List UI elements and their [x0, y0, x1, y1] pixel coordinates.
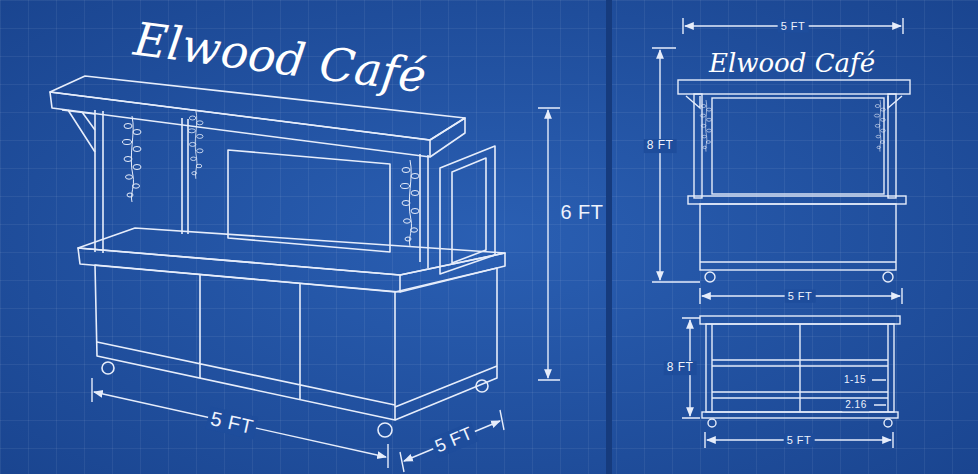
- dimension-label: 5 FT: [778, 20, 809, 33]
- dimension-label: 6 FT: [560, 201, 603, 224]
- skirt-line: [700, 261, 896, 262]
- hanging-vine: [874, 100, 885, 152]
- back-post: [182, 118, 188, 234]
- dimension-line: [547, 110, 548, 378]
- dimension-label: 5 FT: [206, 406, 259, 439]
- counter: [688, 196, 906, 204]
- dimension-label: 5 FT: [785, 290, 816, 303]
- hanging-vine: [123, 116, 142, 202]
- base-front: [95, 265, 395, 420]
- side-window: [452, 158, 486, 263]
- dimension-line: [404, 421, 500, 461]
- panel-seam: [606, 0, 612, 474]
- side-panel: [440, 146, 495, 274]
- counter-side: [400, 253, 505, 292]
- bracket: [62, 110, 95, 152]
- extension-line: [400, 410, 504, 472]
- base: [700, 204, 896, 270]
- frame-line: [712, 324, 888, 412]
- counter-front: [78, 248, 400, 292]
- hanging-vine: [401, 160, 420, 246]
- dimension-label: 8 FT: [644, 139, 677, 153]
- hanging-vine: [188, 110, 203, 179]
- hanging-vine: [700, 100, 711, 152]
- dimension-line: [94, 392, 386, 457]
- window: [712, 98, 884, 194]
- body: [706, 324, 894, 412]
- callout-number: 1-15: [841, 374, 869, 386]
- wheel: [884, 419, 892, 427]
- dimension-label: 5 FT: [784, 434, 815, 447]
- dimension-lines: [92, 108, 560, 472]
- dimension-tick: [652, 48, 700, 282]
- roof: [678, 80, 910, 94]
- wheel: [883, 272, 893, 282]
- dimension-line: [659, 50, 660, 280]
- callout-number: 2.16: [842, 399, 869, 411]
- side-elevation: [682, 316, 900, 448]
- cart-perspective: [50, 76, 505, 437]
- bottom-rail: [702, 412, 898, 418]
- wheel: [378, 423, 392, 437]
- counter-top: [78, 228, 505, 275]
- wheel: [708, 419, 716, 427]
- extension-line: [92, 378, 388, 468]
- roof-front: [50, 92, 430, 157]
- dimension-label: 5 FT: [429, 422, 479, 459]
- sign-text: Elwood Café: [131, 13, 429, 104]
- wheel: [476, 380, 488, 392]
- top-slab: [700, 316, 900, 324]
- dimension-tick: [700, 288, 902, 304]
- dimension-tick: [683, 18, 903, 34]
- wheel: [705, 272, 715, 282]
- front-post: [95, 110, 103, 253]
- post: [694, 94, 702, 198]
- sign-text: Elwood Café: [709, 49, 875, 79]
- wheel: [102, 362, 114, 374]
- roof-side: [430, 118, 465, 157]
- shelf-line: [712, 360, 888, 398]
- leader-line: [872, 380, 886, 405]
- dimension-tick: [538, 108, 560, 380]
- front-post: [420, 154, 428, 268]
- front-elevation: [652, 18, 910, 304]
- post: [888, 94, 896, 198]
- dimension-label: 8 FT: [664, 361, 697, 375]
- base-panels: [97, 274, 497, 407]
- base-side: [395, 268, 497, 420]
- dimension-tick: [705, 432, 893, 448]
